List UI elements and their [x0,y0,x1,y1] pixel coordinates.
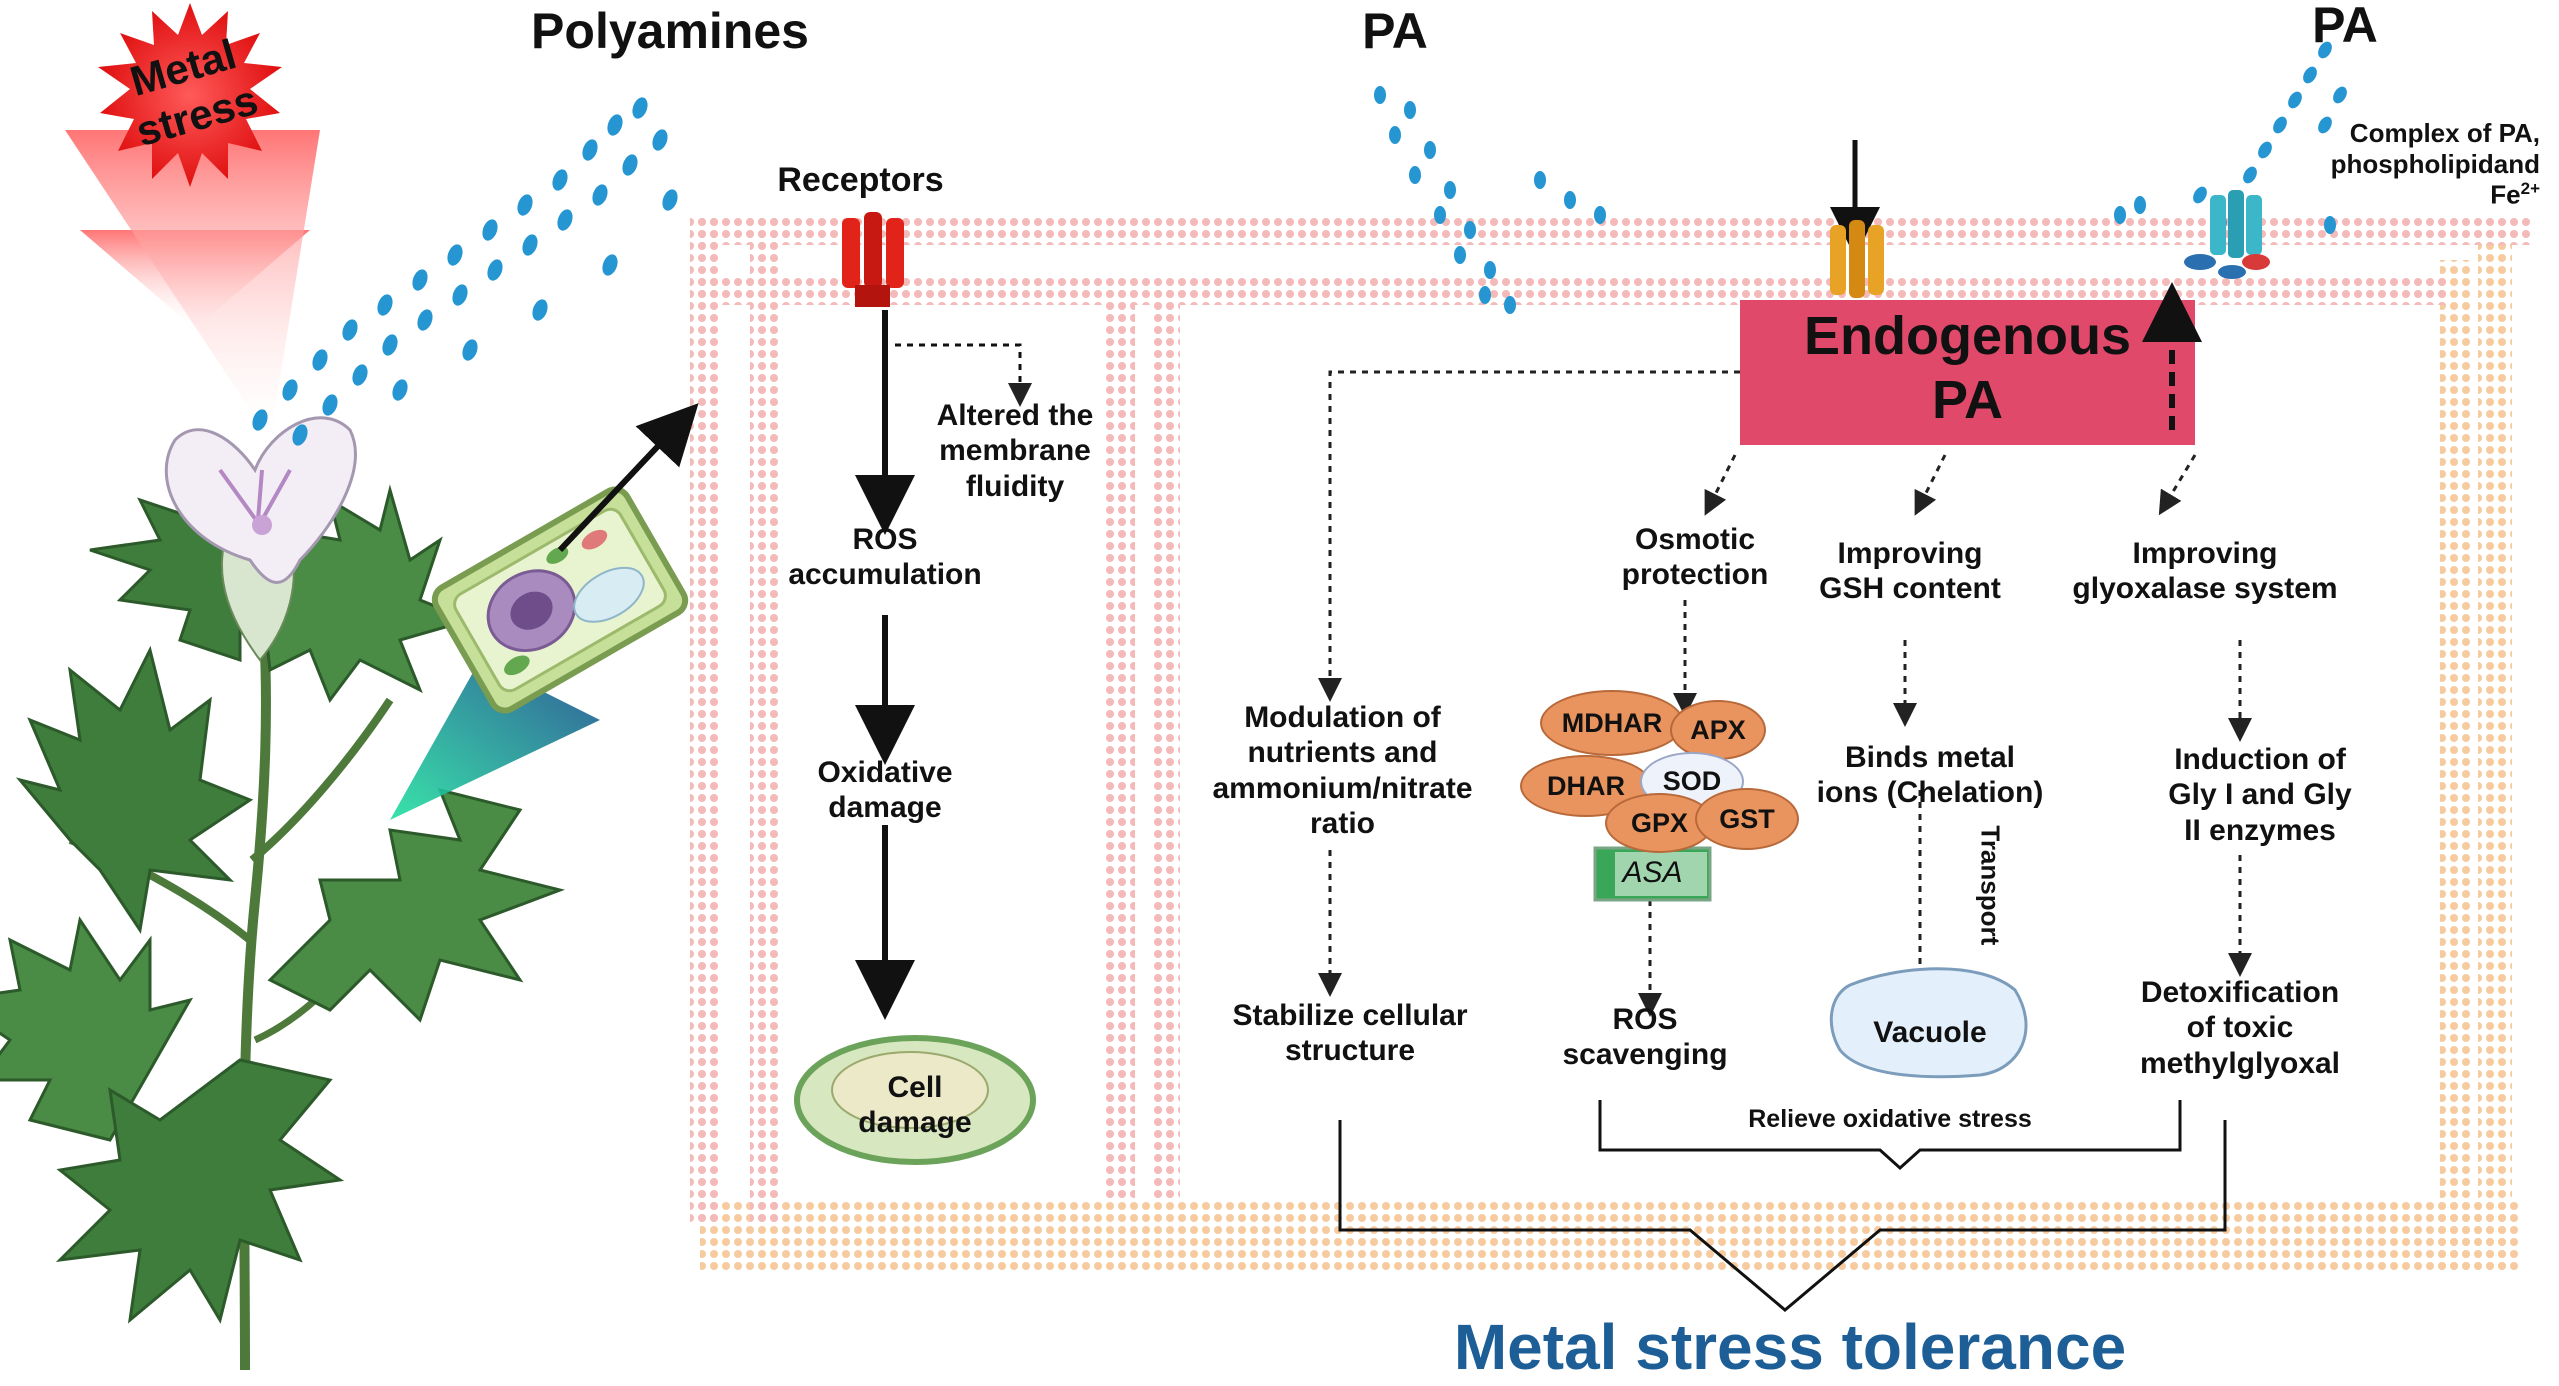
osmotic-protection-label: Osmotic protection [1621,523,1769,592]
glyoxalase-label: Improving glyoxalase system [2072,537,2338,606]
cell-damage-icon [794,1035,1036,1165]
enzyme-apx: APX [1670,700,1766,760]
gsh-content-label: Improving GSH content [1819,537,2001,606]
complex-text: Complex of PA, phospholipidand Fe [2330,118,2540,210]
pa-label-middle: PA [1362,3,1428,59]
modulation-label: Modulation of nutrients and ammonium/nit… [1212,701,1473,841]
detoxification-label: Detoxification of toxic methylglyoxal [2139,976,2341,1080]
transport-label: Transport [1975,825,2006,946]
enzyme-gst: GST [1695,788,1799,850]
zoom-arrow [557,403,699,553]
outer-membrane [700,230,2520,1272]
brackets [1338,1100,2227,1312]
pa-dots [252,41,2347,446]
cell-damage-label: Cell damage [858,1071,972,1140]
polyamines-label: Polyamines [531,3,809,59]
complex-superscript: 2+ [2520,179,2540,199]
oxidative-damage-label: Oxidative damage [817,756,953,825]
stabilize-label: Stabilize cellular structure [1232,999,1468,1068]
vacuole-icon [1829,967,2028,1079]
metal-stress-burst [65,3,320,440]
endogenous-pa-box [1740,300,2195,445]
pa-label-right: PA [2312,0,2378,53]
ros-accumulation-label: ROS accumulation [788,523,982,592]
relieve-oxidative-label: Relieve oxidative stress [1748,1105,2032,1133]
enzyme-asa: ASA [1622,856,1683,889]
induction-label: Induction of Gly I and Gly II enzymes [2168,743,2352,847]
vacuole-label: Vacuole [1873,1016,1987,1049]
altered-membrane-label: Altered the membrane fluidity [936,399,1094,503]
channel-icon [1830,140,1884,298]
ros-scavenging-label: ROS scavenging [1562,1003,1728,1072]
pa-complex-icon [2184,190,2270,279]
datura-plant-icon [0,416,566,1371]
receptor-icon [842,212,904,307]
endogenous-pa-label: Endogenous PA [1804,306,2131,430]
metal-stress-tolerance-title: Metal stress tolerance [1453,1311,2127,1383]
binds-metal-label: Binds metal ions (Chelation) [1816,741,2044,810]
enzyme-mdhar: MDHAR [1540,690,1684,756]
receptors-label: Receptors [777,161,944,199]
plant-cell-icon [390,486,689,820]
left-pathway-arrows [855,310,1032,1020]
right-pathway-arrows [1318,370,2252,1017]
complex-label: Complex of PA, phospholipidand Fe2+ [2270,118,2540,211]
